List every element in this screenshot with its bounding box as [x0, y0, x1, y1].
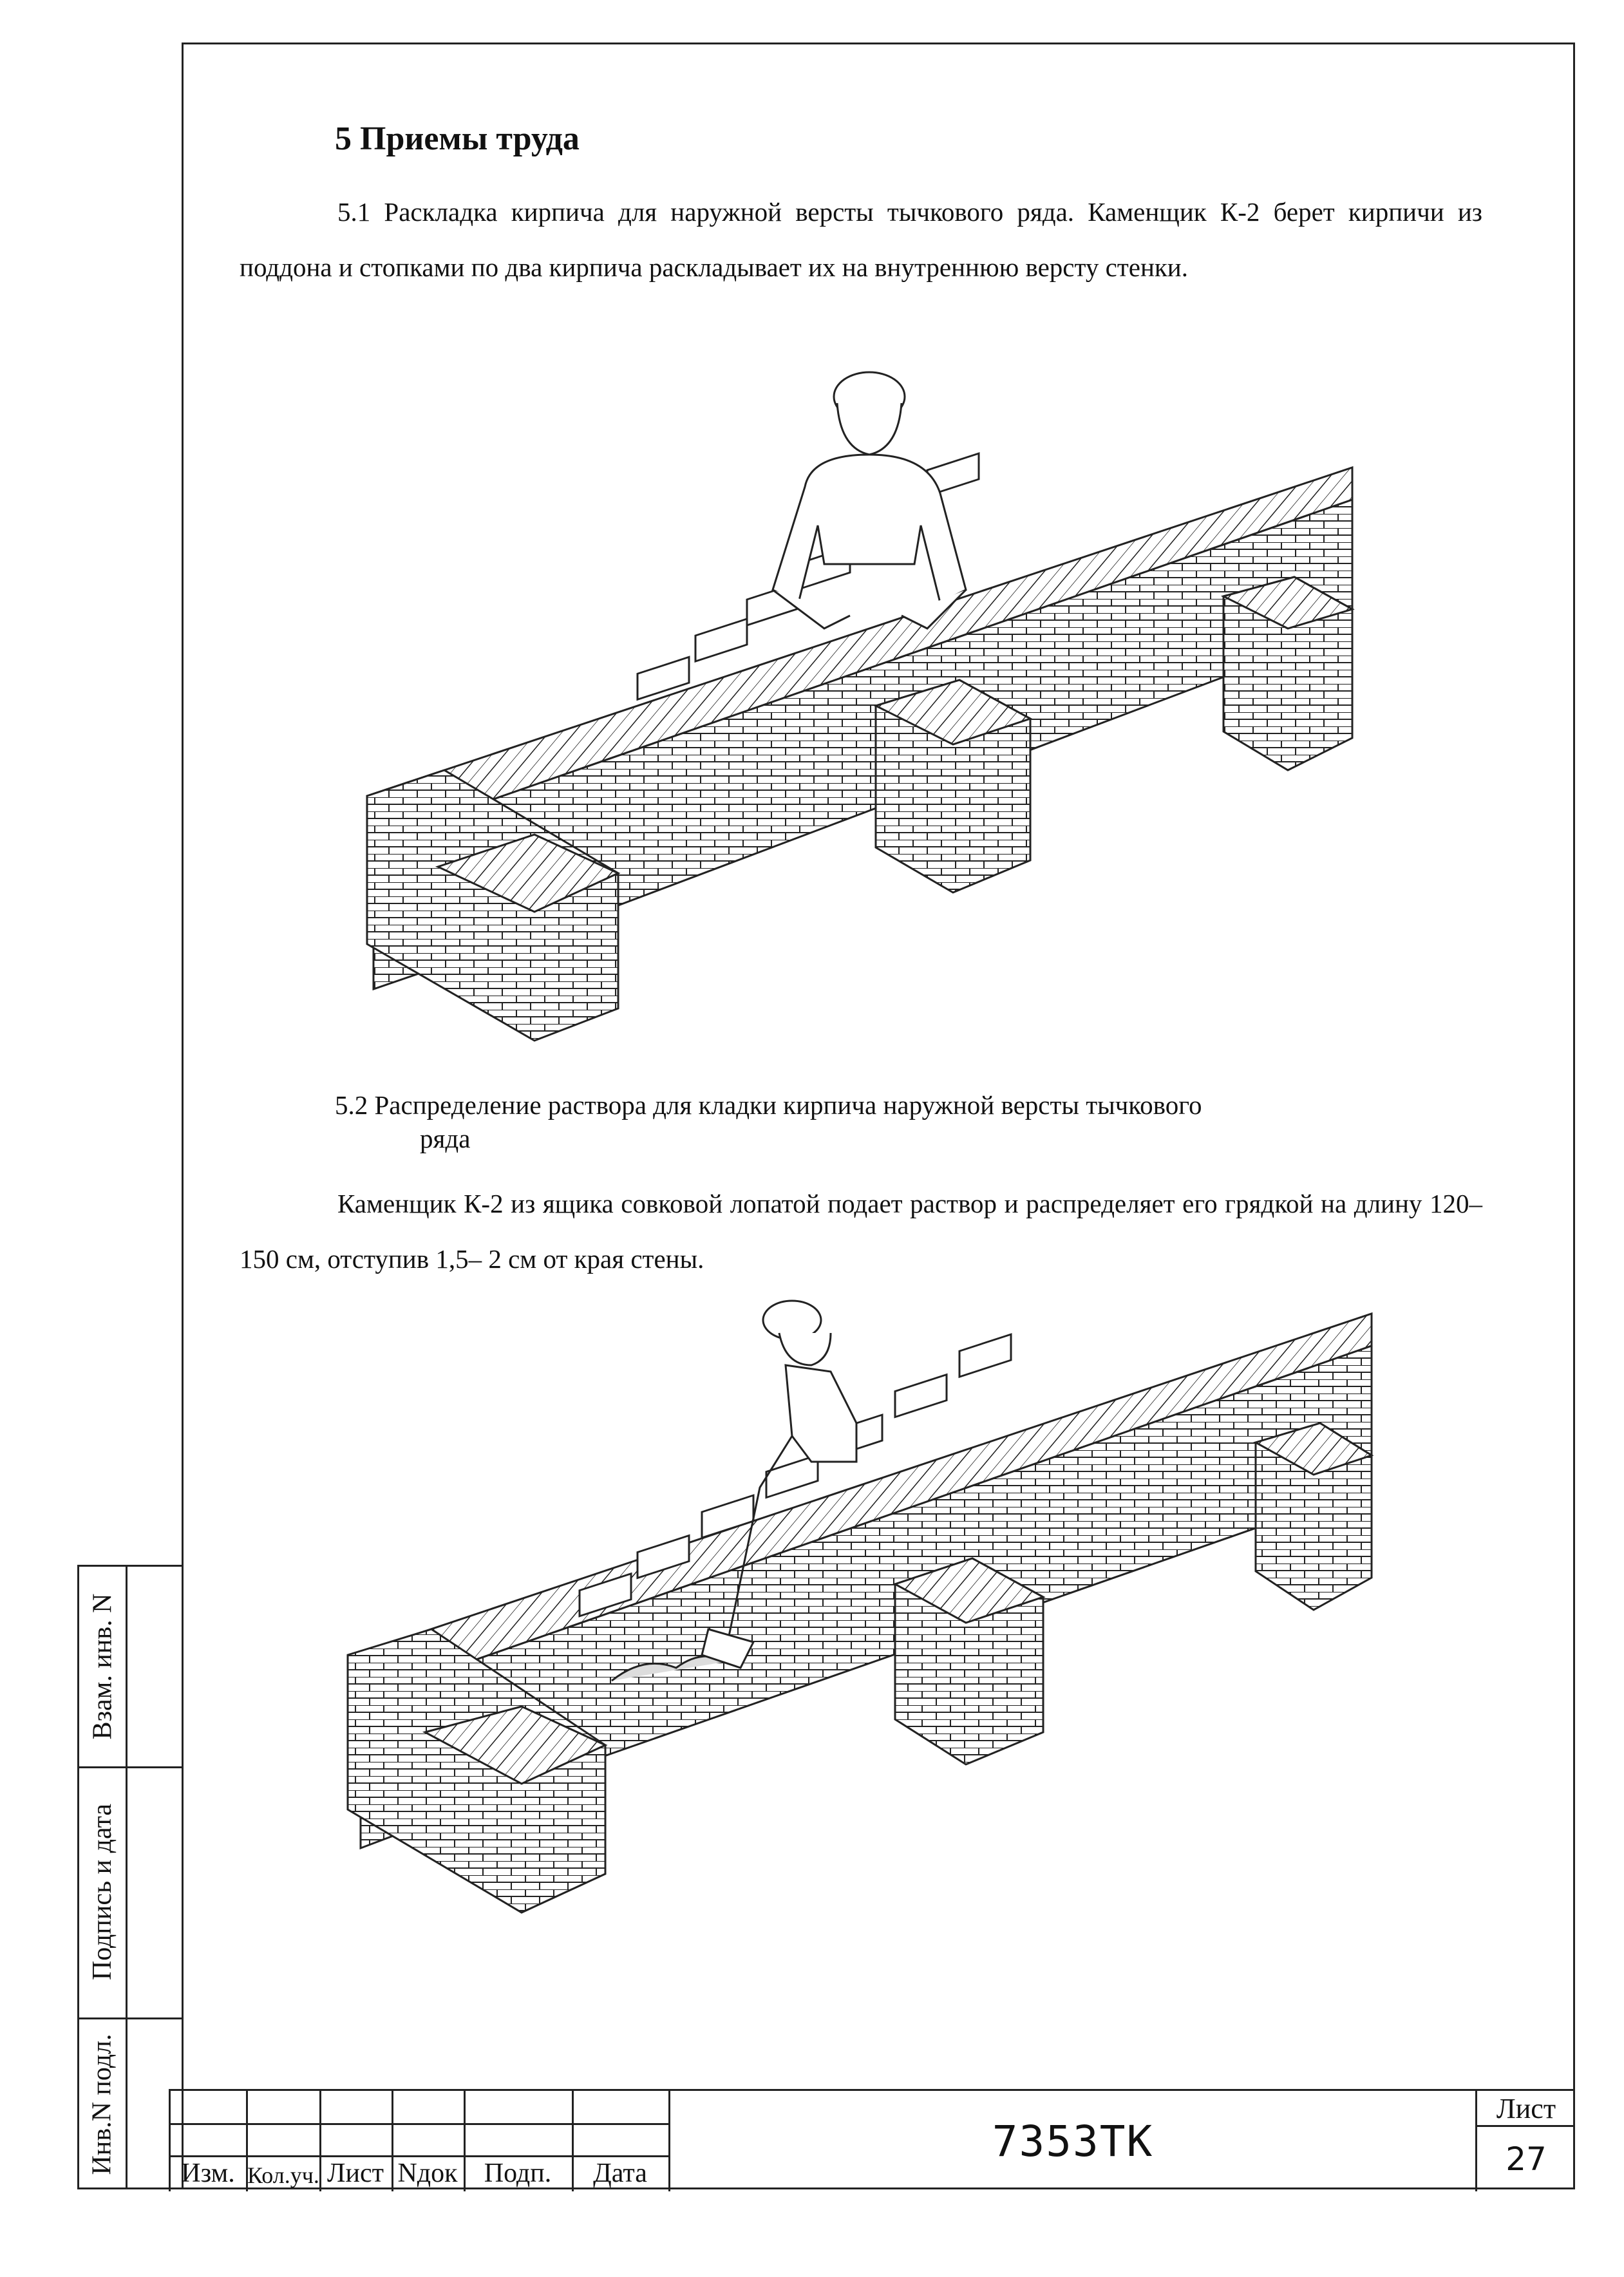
col-podp: Подп.	[484, 2159, 552, 2188]
col-ndok: Nдок	[397, 2159, 458, 2188]
inv-number-label: Инв.N подл.	[88, 2034, 118, 2175]
document-code: 7353ТК	[668, 2091, 1477, 2191]
step2-paragraph: Каменщик К-2 из ящика совковой лопатой п…	[240, 1189, 1482, 1274]
illustration-spreading-mortar	[341, 1294, 1384, 1990]
sheet-number: 27	[1506, 2140, 1547, 2178]
col-izm: Изм.	[181, 2159, 235, 2188]
revision-table: Изм. Кол.уч. Лист Nдок Подп. Дата	[169, 2091, 668, 2191]
sheet-box: Лист 27	[1477, 2091, 1575, 2191]
step1-paragraph: 5.1 Раскладка кирпича для наружной верст…	[240, 197, 1482, 282]
title-block: Изм. Кол.уч. Лист Nдок Подп. Дата 7353ТК…	[169, 2089, 1575, 2191]
col-kol-uch: Кол.уч.	[247, 2162, 319, 2188]
replace-inv-label: Взам. инв. N	[88, 1593, 118, 1740]
margin-stamp: Взам. инв. N Подпись и дата Инв.N подл.	[77, 1565, 182, 2189]
step2-title-line1: 5.2 Распределение раствора для кладки ки…	[335, 1090, 1202, 1120]
col-list: Лист	[327, 2159, 384, 2188]
signature-date-label: Подпись и дата	[88, 1803, 117, 1981]
col-data: Дата	[593, 2159, 647, 2188]
drawing-frame	[182, 43, 1575, 2189]
step2-title-line2: ряда	[420, 1124, 471, 1153]
sheet-label: Лист	[1477, 2091, 1575, 2127]
section-heading: 5 Приемы труда	[335, 120, 580, 157]
illustration-laying-bricks	[361, 358, 1378, 1066]
